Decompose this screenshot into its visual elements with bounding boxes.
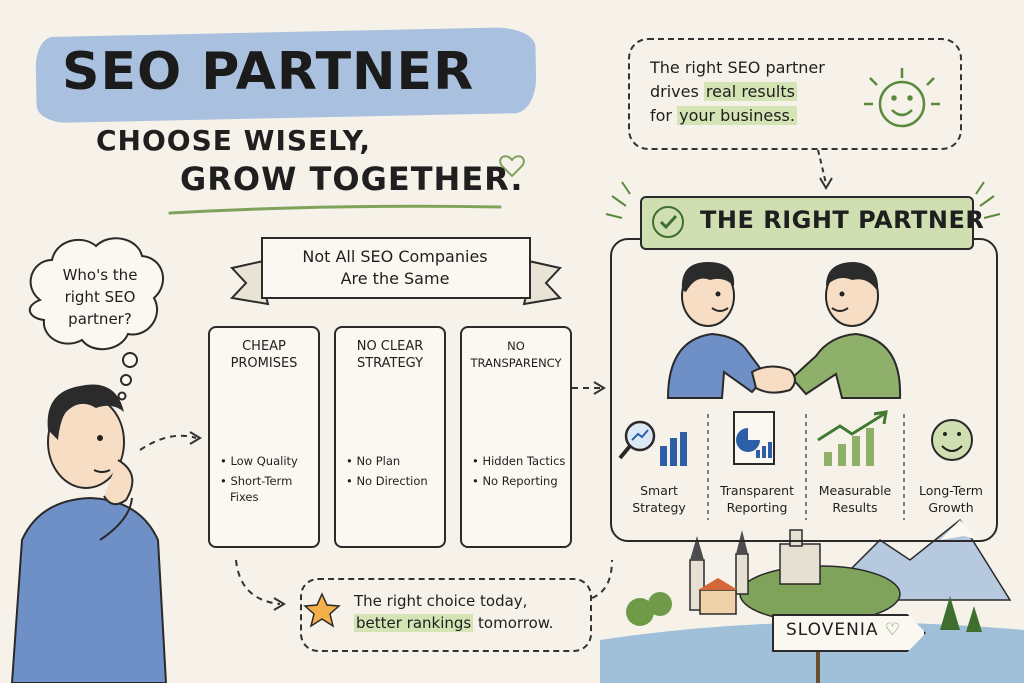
card-bullet: • No Plan [346, 454, 401, 468]
slovenia-sign [772, 614, 926, 652]
card-title: CHEAP PROMISES [210, 338, 318, 372]
card-bullet: • Short-Term [220, 474, 293, 488]
handshake-icon [750, 365, 796, 394]
bottom-note-highlight: better rankings [354, 614, 474, 632]
card-bullet: • Low Quality [220, 454, 298, 468]
feature-label: Growth [928, 500, 974, 515]
subtitle-line-2: GROW TOGETHER. [180, 160, 524, 198]
page-title: SEO PARTNER [62, 42, 475, 102]
quote-highlight: your business. [677, 106, 797, 125]
bottom-note-line: better rankings tomorrow. [354, 612, 553, 634]
partner-person-right [790, 262, 902, 399]
thought-line: right SEO [64, 288, 136, 306]
card-cheap-promises: CHEAP PROMISES • Low Quality • Short-Ter… [208, 326, 320, 548]
heart-icon: ♡ [884, 620, 902, 640]
card-title-line: STRATEGY [356, 356, 424, 371]
sun-smiley-icon [864, 68, 940, 128]
bottom-note-box [300, 578, 592, 652]
slovenia-landscape [600, 518, 1024, 683]
sign-label-text: SLOVENIA [786, 620, 879, 640]
feature-transparent-reporting: Transparent Reporting [712, 482, 802, 516]
quote-fragment: for [650, 106, 678, 125]
magnifier-chart-icon [618, 420, 687, 466]
card-title: NO TRANSPARENCY [462, 338, 570, 372]
card-bullet: • No Direction [346, 474, 428, 488]
thought-line: Who's the [62, 266, 138, 284]
star-icon [303, 592, 341, 628]
card-title-line: PROMISES [230, 356, 298, 371]
subtitle-line-1: CHOOSE WISELY, [96, 124, 371, 157]
quote-fragment: drives [650, 82, 704, 101]
banner-line: Not All SEO Companies [302, 247, 488, 266]
thought-bubble [29, 237, 164, 351]
banner-ribbon [229, 237, 563, 306]
subtitle-underline [168, 204, 502, 215]
bottom-note-text: The right choice today, better rankings … [354, 590, 553, 634]
feature-label: Transparent [719, 483, 794, 498]
smiley-icon [931, 419, 973, 461]
feature-label: Reporting [726, 500, 788, 515]
card-title: NO CLEAR STRATEGY [336, 338, 444, 372]
feature-label: Smart [640, 483, 678, 498]
quote-line: for your business. [650, 104, 825, 128]
heart-icon [499, 155, 525, 178]
growth-chart-icon [817, 410, 888, 466]
feature-long-term-growth: Long-Term Growth [906, 482, 996, 516]
right-partner-title: THE RIGHT PARTNER [700, 206, 985, 234]
thinking-person [10, 384, 168, 683]
banner-text: Not All SEO Companies Are the Same [270, 246, 520, 290]
partner-person-left [666, 262, 768, 399]
right-partner-header [640, 196, 974, 250]
banner-line: Are the Same [340, 269, 450, 288]
card-no-transparency: NO TRANSPARENCY • Hidden Tactics • No Re… [460, 326, 572, 548]
card-title-line: NO CLEAR [356, 339, 424, 354]
quote-highlight: real results [703, 82, 797, 101]
card-title-line: NO TRANSPARENCY [470, 339, 562, 370]
bottom-note-line: The right choice today, [354, 592, 528, 610]
feature-label: Long-Term [919, 483, 983, 498]
feature-label: Results [832, 500, 878, 515]
feature-measurable-results: Measurable Results [810, 482, 900, 516]
quote-line: The right SEO partner [650, 58, 825, 77]
slovenia-sign-label: SLOVENIA ♡ [786, 620, 901, 640]
card-no-clear-strategy: NO CLEAR STRATEGY • No Plan • No Directi… [334, 326, 446, 548]
check-icon [652, 206, 684, 238]
feature-smart-strategy: Smart Strategy [614, 482, 704, 516]
card-bullet: • No Reporting [472, 474, 558, 488]
quote-text: The right SEO partner drives real result… [650, 56, 825, 128]
report-document-icon [733, 411, 775, 465]
card-title-line: CHEAP [242, 339, 286, 354]
thought-bubble-text: Who's the right SEO partner? [50, 264, 150, 330]
card-bullet: • Hidden Tactics [472, 454, 566, 468]
quote-box [628, 38, 962, 150]
thought-line: partner? [68, 310, 132, 328]
bottom-note-fragment: tomorrow. [473, 614, 554, 632]
feature-label: Strategy [632, 500, 686, 515]
card-bullet: Fixes [230, 490, 259, 504]
quote-line: drives real results [650, 80, 825, 104]
feature-label: Measurable [818, 483, 892, 498]
